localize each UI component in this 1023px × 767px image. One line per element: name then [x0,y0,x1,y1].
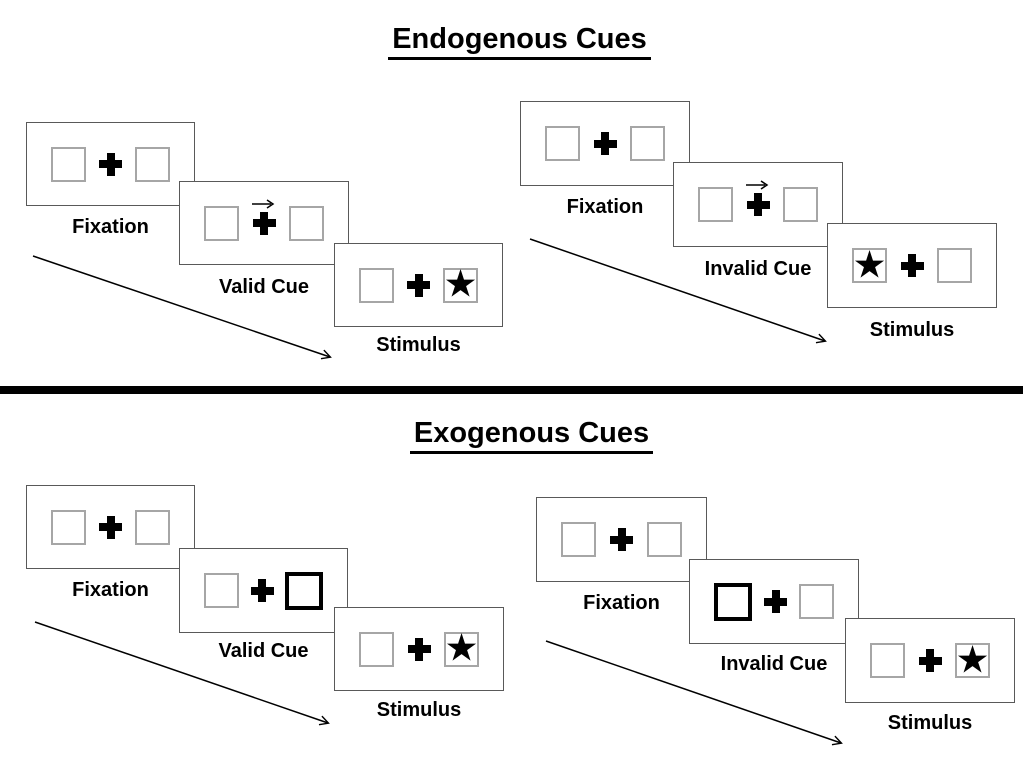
stimulus-label: Stimulus [869,319,955,341]
plus-icon [593,132,617,155]
fixation-panel [26,485,195,569]
stimulus-label: Stimulus [376,334,461,356]
timeline-arrow [32,255,332,360]
placeholder-box-right [937,248,972,283]
fixation-panel [536,497,707,582]
invalid-cue-label: Invalid Cue [704,258,812,280]
placeholder-box-right [799,584,834,619]
target-box-left: ★ [852,241,887,286]
plus-icon [918,649,942,672]
exogenous-title-text: Exogenous Cues [409,416,654,454]
fixation-cluster [610,528,633,551]
plus-icon [252,211,276,235]
plus-icon [900,254,924,277]
stimulus-panel: ★ [827,223,997,308]
fixation-cluster [407,273,430,297]
fixation-label: Fixation [566,196,644,218]
endogenous-title-text: Endogenous Cues [388,22,651,60]
fixation-label: Fixation [72,579,149,601]
right-arrow-icon [252,198,275,209]
stimulus-panel: ★ [845,618,1015,703]
placeholder-box-right [135,509,170,545]
placeholder-box-right [630,126,665,161]
star-icon: ★ [955,636,990,681]
invalid-cue-panel [689,559,859,644]
fixation-cluster [918,649,942,672]
placeholder-box-right [647,522,682,557]
plus-icon [407,637,431,661]
placeholder-box-left [359,631,394,667]
fixation-panel [520,101,690,186]
valid-cue-panel [179,548,348,633]
star-icon: ★ [443,261,478,306]
fixation-label: Fixation [72,216,149,238]
stimulus-panel: ★ [334,243,503,327]
cue-box-right [285,571,323,610]
placeholder-box-left [204,205,239,241]
placeholder-box-left [51,509,86,545]
right-arrow-icon [746,180,769,190]
cue-cluster [252,198,276,235]
placeholder-box-left [51,146,86,182]
plus-icon [610,528,633,551]
placeholder-box-left [870,643,905,678]
plus-icon [99,515,122,539]
placeholder-box-left [545,126,580,161]
fixation-cluster [407,637,431,661]
fixation-cluster [593,132,617,155]
placeholder-box-left [204,573,239,608]
valid-cue-panel [179,181,349,265]
plus-icon [764,590,787,613]
placeholder-box-right [289,205,324,241]
endogenous-title: Endogenous Cues [8,22,1023,60]
target-box-right: ★ [955,636,990,681]
plus-icon [746,193,770,216]
placeholder-box-right [783,187,818,222]
timeline-arrow [34,621,330,726]
fixation-cluster [99,515,122,539]
plus-icon [99,152,122,176]
timeline-arrow [529,238,827,344]
stimulus-label: Stimulus [376,699,462,721]
fixation-panel [26,122,195,206]
placeholder-box-left [359,267,394,303]
section-divider [0,386,1023,394]
plus-icon [407,273,430,297]
fixation-cluster [900,254,924,277]
target-box-right: ★ [444,628,479,667]
placeholder-box-left [698,187,733,222]
fixation-cluster [250,579,274,602]
fixation-label: Fixation [583,592,660,614]
fixation-cluster [99,152,122,176]
target-box-right: ★ [443,264,478,303]
exogenous-title: Exogenous Cues [20,416,1023,454]
cue-cluster [746,180,770,216]
placeholder-box-right [135,146,170,182]
valid-cue-label: Valid Cue [218,276,310,298]
fixation-cluster [764,590,787,613]
star-icon: ★ [852,241,887,286]
star-icon: ★ [444,625,479,670]
valid-cue-label: Valid Cue [218,640,309,662]
cue-box-left [714,582,752,621]
placeholder-box-left [561,522,596,557]
invalid-cue-panel [673,162,843,247]
stimulus-label: Stimulus [887,712,973,734]
invalid-cue-label: Invalid Cue [720,653,828,675]
stimulus-panel: ★ [334,607,504,691]
plus-icon [250,579,274,602]
